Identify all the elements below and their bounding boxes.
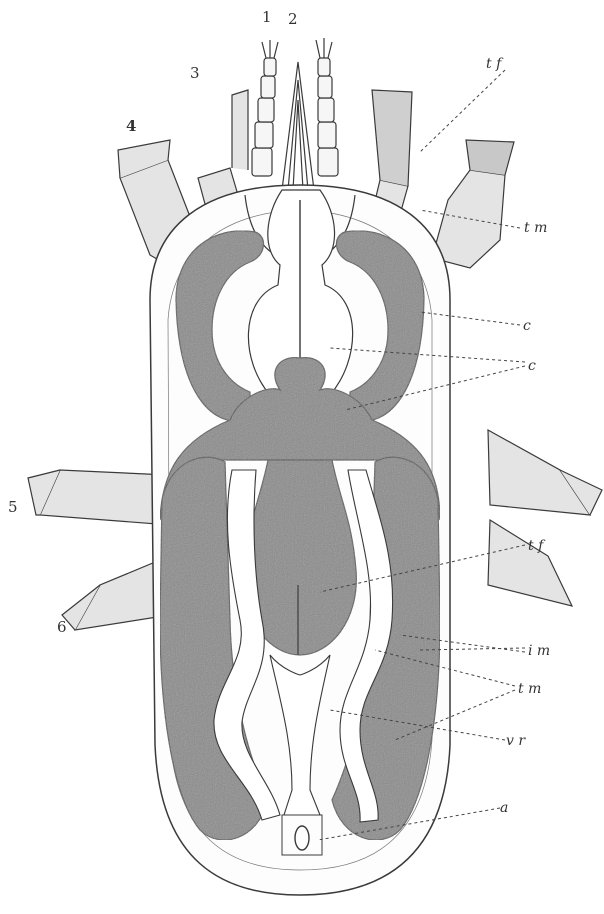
leg-5-left [28,470,170,525]
palp-left [252,40,278,176]
label-tf-upper: t f [486,56,504,72]
label-leg-4: 4 [126,117,136,135]
anus [295,826,309,850]
label-im: i m [528,643,550,659]
label-c-upper: c [523,318,531,334]
label-mouthpart-2: 1 [262,8,272,26]
label-leg-5: 5 [8,498,18,516]
label-tm-lower: t m [518,681,541,697]
palp-right [316,38,338,176]
mouthparts [252,38,338,190]
leg-6-right [488,520,572,606]
chelicerae [282,62,314,190]
label-mouthpart-1: 2 [288,10,298,28]
leg-5-right [488,430,602,515]
label-leg-3: 3 [190,64,200,82]
label-a: a [500,800,508,816]
label-c-lower: c [528,358,536,374]
label-tf-lower: t f [528,538,546,554]
label-tm-upper: t m [524,220,547,236]
label-leg-6: 6 [57,618,67,636]
label-vr: v r [506,733,526,749]
leg-4-right [432,140,514,268]
